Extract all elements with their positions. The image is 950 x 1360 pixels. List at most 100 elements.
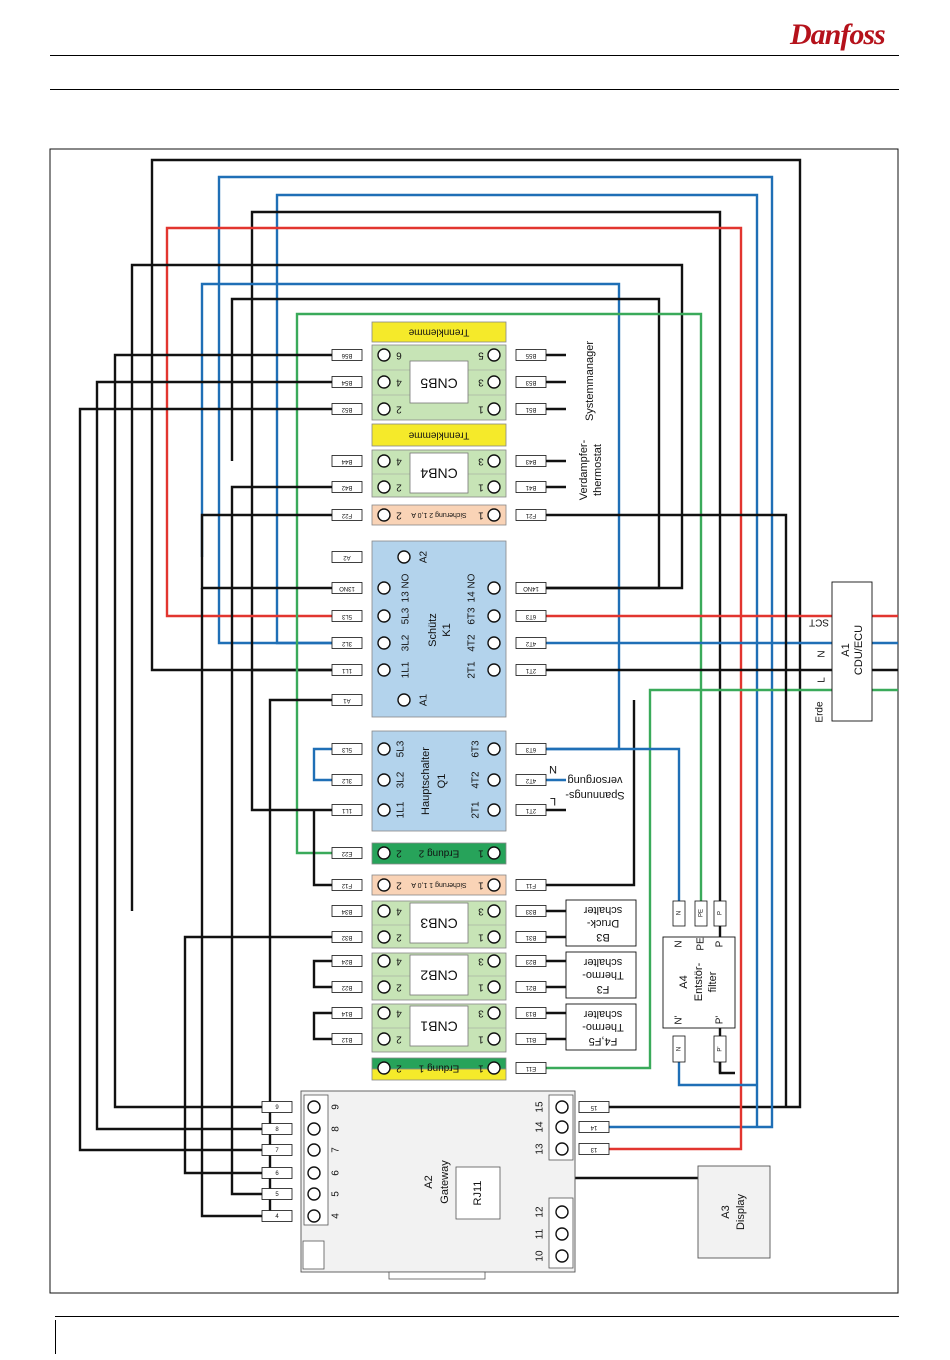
cnb3-r2-terminal-left bbox=[377, 930, 391, 944]
wire-tag bbox=[331, 847, 363, 859]
fuse1-term-left-num: 2 bbox=[396, 879, 402, 890]
earth2-terminal-left bbox=[377, 846, 391, 860]
fuse2-tag-right: F21 bbox=[525, 512, 536, 518]
wire-tag bbox=[331, 509, 363, 521]
cnb3-r2-term-left-num: 2 bbox=[396, 931, 402, 942]
wire-tag bbox=[331, 1007, 363, 1019]
cnb1-r1-tag-right: B13 bbox=[525, 1010, 536, 1016]
wire-tag bbox=[515, 905, 547, 917]
fuse1-tag-right: F11 bbox=[525, 882, 536, 888]
earth2-terminal-right bbox=[487, 846, 501, 860]
wire-tag bbox=[261, 1101, 293, 1113]
wire-b56-9 bbox=[113, 353, 332, 1109]
a4-line3: filter bbox=[707, 971, 719, 992]
k1-tag-a2: A2 bbox=[343, 554, 351, 560]
f3-line3: F3 bbox=[597, 983, 610, 995]
cnb4-r2-term-right-num: 1 bbox=[478, 481, 484, 492]
supply-label-1: versorgung bbox=[567, 774, 622, 786]
a1-l: L bbox=[817, 677, 828, 683]
a4-top-label: P bbox=[715, 940, 726, 947]
wire-tag bbox=[331, 1033, 363, 1045]
wire-tag bbox=[331, 455, 363, 467]
wire-tag bbox=[331, 349, 363, 361]
cnb4-r1-term-right-num: 3 bbox=[478, 455, 484, 466]
wire-tag bbox=[331, 376, 363, 388]
a2-left-num: 8 bbox=[331, 1126, 342, 1132]
cnb2-r1-term-right-num: 3 bbox=[478, 955, 484, 966]
q1-left-label: 5L3 bbox=[396, 740, 407, 757]
cnb1-r1-tag-left: B14 bbox=[341, 1010, 352, 1016]
a1-n: N bbox=[817, 650, 828, 657]
rj11-label: RJ11 bbox=[472, 1181, 484, 1206]
wire-tag bbox=[331, 879, 363, 891]
cnb3-r1-term-left-num: 4 bbox=[396, 905, 402, 916]
fuse2-tag-left: F22 bbox=[341, 512, 352, 518]
q1-tag-left: 1L1 bbox=[341, 807, 352, 813]
cnb2-r2-terminal-right bbox=[487, 980, 501, 994]
cnb4-r2-tag-right: B41 bbox=[525, 484, 536, 490]
wire-earth2-loop bbox=[295, 312, 703, 903]
earth1-label: Erdung 1 bbox=[418, 1062, 459, 1073]
wire-3l2-loop-b bbox=[275, 193, 759, 1127]
cnb5-r3-term-right-num: 1 bbox=[478, 403, 484, 414]
k1-a1-label: A1 bbox=[419, 693, 430, 706]
f4f5-line1: schalter bbox=[583, 1008, 622, 1020]
f3-line1: schalter bbox=[583, 956, 622, 968]
a1-line1: A1 bbox=[840, 643, 852, 656]
a4-top-tag-label: P bbox=[718, 911, 724, 915]
cnb3-r1-term-right-num: 3 bbox=[478, 905, 484, 916]
earth2-term-right-num: 1 bbox=[478, 847, 484, 858]
diagram-frame bbox=[49, 148, 899, 1294]
a2-right-terminal bbox=[555, 1120, 569, 1134]
wire-tag bbox=[331, 774, 363, 786]
cnb2-r1-terminal-right bbox=[487, 954, 501, 968]
a2-left-terminal bbox=[307, 1122, 321, 1136]
logo-text: Danfoss bbox=[790, 18, 886, 51]
wire-layer bbox=[78, 158, 898, 1218]
a2-left-tag: 5 bbox=[275, 1192, 279, 1198]
cnb2-r2-term-right-num: 1 bbox=[478, 981, 484, 992]
wire-tag bbox=[515, 774, 547, 786]
a4-line2: Entstör- bbox=[693, 962, 705, 1001]
a4-bottom-label: N' bbox=[674, 1015, 685, 1024]
a1-erde: Erde bbox=[815, 701, 826, 723]
cnb4-r2-terminal-left bbox=[377, 480, 391, 494]
q1-terminal-right bbox=[487, 742, 501, 756]
f4f5-line3: F4,F5 bbox=[589, 1035, 618, 1047]
a4-box bbox=[662, 936, 736, 1029]
wire-tag bbox=[331, 403, 363, 415]
wire-tag bbox=[261, 1123, 293, 1135]
a2-right-tag: 14 bbox=[590, 1124, 597, 1130]
footer-tick bbox=[55, 1320, 56, 1354]
k1-tag-right: 14NO bbox=[523, 585, 539, 591]
a2-left-num: 7 bbox=[331, 1147, 342, 1153]
k1-terminal-left bbox=[377, 663, 391, 677]
wire-tag bbox=[261, 1167, 293, 1179]
cnb5-r2-tag-right: B53 bbox=[525, 379, 536, 385]
cnb3-r1-terminal-left bbox=[377, 904, 391, 918]
wire-tag bbox=[515, 349, 547, 361]
k1-tag-right: 6T3 bbox=[525, 613, 536, 619]
wire-tag bbox=[331, 955, 363, 967]
wire-tag bbox=[515, 455, 547, 467]
a4-top-tag bbox=[713, 900, 727, 927]
cnb5-r3-tag-right: B51 bbox=[525, 406, 536, 412]
wire-tag bbox=[331, 610, 363, 622]
a4-line1: A4 bbox=[678, 975, 690, 988]
f4f5-thermo-switch: schalter Thermo- F4,F5 bbox=[565, 1003, 637, 1051]
wire-tag bbox=[331, 481, 363, 493]
earth1-terminal-right bbox=[487, 1061, 501, 1075]
wire-f11 bbox=[534, 700, 636, 887]
wire-tag bbox=[515, 1007, 547, 1019]
wire-a4-n-out bbox=[677, 1062, 757, 1087]
k1-left-label: 3L2 bbox=[401, 634, 412, 651]
a2-line1: A2 bbox=[423, 1175, 435, 1188]
cnb5-r3-terminal-right bbox=[487, 402, 501, 416]
wire-tag bbox=[515, 955, 547, 967]
a2-left-tag: 9 bbox=[275, 1105, 279, 1111]
fuse1-label: Sicherung 1 1,0 A bbox=[411, 881, 467, 888]
fuse2-block bbox=[371, 504, 507, 526]
cnb5-r1-tag-right: B55 bbox=[525, 352, 536, 358]
rj11-port bbox=[455, 1166, 501, 1220]
wire-f22-13no bbox=[200, 513, 332, 590]
